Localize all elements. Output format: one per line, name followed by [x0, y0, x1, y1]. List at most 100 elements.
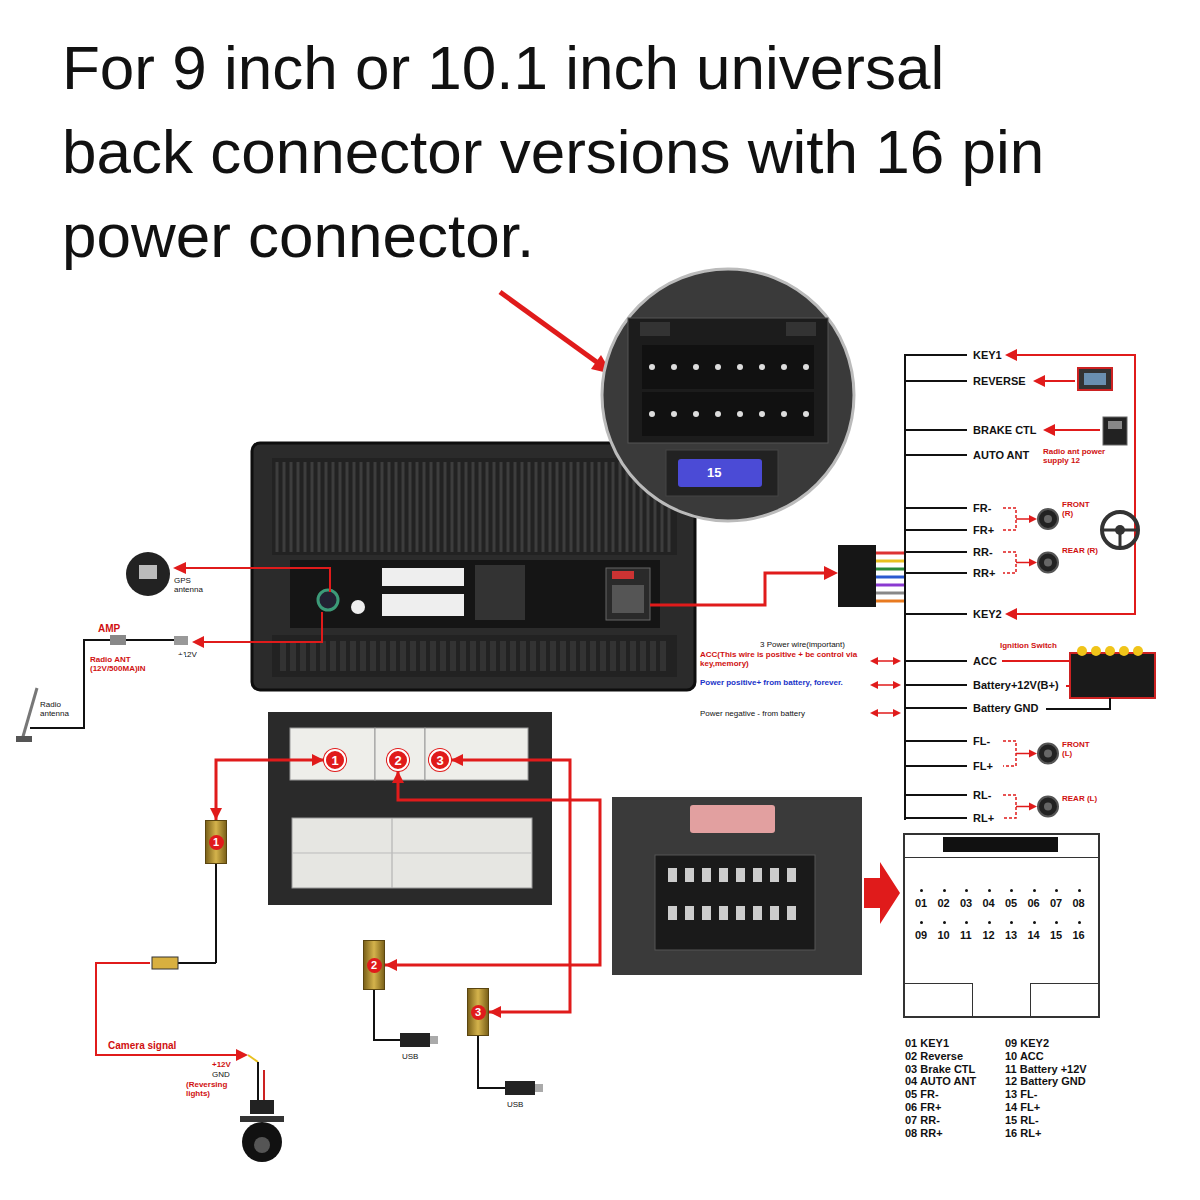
camera-wiring — [263, 1070, 265, 1100]
wire-label: Battery+12V(B+) — [972, 679, 1060, 692]
harness-tick — [905, 572, 967, 574]
vent-slots — [580, 641, 586, 671]
connector-pins — [715, 411, 721, 417]
connector-zoom — [642, 392, 814, 436]
vent-slots — [500, 641, 506, 671]
cooling-fins — [346, 462, 349, 552]
vent-slots — [650, 641, 656, 671]
vent-slots — [510, 641, 516, 671]
vent-slots — [400, 641, 406, 671]
connector-pins — [671, 364, 677, 370]
camera-icon — [242, 1122, 282, 1162]
battery-icon — [1077, 646, 1087, 656]
speaker-icon — [1038, 553, 1058, 573]
battery-icon — [1046, 698, 1110, 709]
part-label: Radio antenna — [40, 700, 78, 718]
connector-zoom — [602, 269, 854, 521]
connector-pins — [719, 868, 728, 882]
unit-to-harness-arrow — [650, 573, 826, 605]
plug-number: 2 — [367, 958, 382, 973]
title-pointer-arrow — [500, 292, 612, 374]
vent-slots — [520, 641, 526, 671]
plug-number: 3 — [471, 1005, 486, 1020]
pin-table-entry: 01 KEY1 — [905, 1037, 949, 1050]
note-label: 3 Power wire(important) — [760, 640, 845, 649]
connector-pins — [781, 364, 787, 370]
pin-table-entry: 04 AUTO ANT — [905, 1075, 976, 1088]
cooling-fins — [612, 462, 615, 552]
speaker-icon — [1029, 750, 1037, 758]
cooling-fins — [521, 462, 524, 552]
power-wire-arrow — [893, 681, 901, 689]
pin-map-box: 01020304050607080910111213141516 — [903, 833, 1100, 1018]
speaker-icon — [1003, 795, 1016, 818]
cooling-fins — [535, 462, 538, 552]
brake-icon — [1054, 429, 1100, 431]
pointer-arrow — [864, 862, 900, 924]
connector-pins — [737, 364, 743, 370]
head-unit-back — [351, 600, 365, 614]
cooling-fins — [290, 462, 293, 552]
power-wire-arrow — [893, 709, 901, 717]
pin-number: 10 — [938, 929, 950, 941]
cooling-fins — [388, 462, 391, 552]
gps-antenna — [126, 552, 170, 596]
usb-cable — [505, 1081, 535, 1095]
head-unit-back — [252, 443, 695, 690]
harness-tick — [905, 380, 967, 382]
vent-slots — [570, 641, 576, 671]
vent-slots — [290, 641, 296, 671]
cooling-fins — [276, 462, 279, 552]
harness-wires — [905, 354, 967, 820]
vent-slots — [610, 641, 616, 671]
vent-slots — [350, 641, 356, 671]
harness-tick — [905, 529, 967, 531]
harness-plug — [876, 600, 904, 603]
harness-wires — [904, 354, 906, 820]
pin-table-entry: 02 Reverse — [905, 1050, 963, 1063]
pin-number: 03 — [960, 897, 972, 909]
cooling-fins — [409, 462, 412, 552]
power-wire-arrow — [870, 709, 878, 717]
speaker-icon — [1044, 750, 1052, 758]
speaker-icon — [1029, 559, 1037, 567]
pin-number: 08 — [1073, 897, 1085, 909]
usb-cable — [400, 1033, 430, 1047]
wire-label: RL+ — [972, 812, 995, 825]
connector-zoom — [642, 345, 814, 389]
wire-label: RR- — [972, 546, 994, 559]
connector-pins — [770, 868, 779, 882]
power-wire-arrow — [893, 657, 901, 665]
camera-icon — [240, 1116, 284, 1122]
wire-label: FL- — [972, 735, 991, 748]
connector-zoom — [640, 322, 670, 336]
harness-plug — [876, 576, 904, 579]
power-wire-arrow — [876, 684, 894, 686]
callout-number: 2 — [394, 754, 401, 767]
wire-label: KEY1 — [972, 349, 1003, 362]
vent-slots — [380, 641, 386, 671]
callout-circle: 3 — [429, 749, 451, 771]
signal-label: (Reversing lights) — [186, 1080, 246, 1098]
usb-cable — [374, 990, 543, 1095]
connector-pins — [759, 364, 765, 370]
rear-connector-photo — [268, 712, 552, 905]
note-label: Power positive+ from battery, forever. — [700, 678, 865, 687]
connector-pins — [787, 868, 796, 882]
radio-antenna-cable — [30, 640, 105, 728]
reverse-camera-icon — [1084, 373, 1106, 385]
power-wire-arrow — [876, 712, 894, 714]
speaker-icon — [1016, 753, 1030, 755]
vent-slots — [430, 641, 436, 671]
connector-pins — [668, 868, 677, 882]
reverse-camera-icon — [1078, 368, 1112, 390]
connector-pins — [736, 868, 745, 882]
usb-cable — [478, 1036, 505, 1088]
power-wire-arrow — [876, 660, 894, 662]
battery-icon — [1133, 646, 1143, 656]
speaker-icon — [1044, 803, 1052, 811]
brake-icon — [1103, 417, 1127, 445]
pointer-arrow — [864, 862, 900, 924]
pin-table-entry: 14 FL+ — [1005, 1101, 1040, 1114]
